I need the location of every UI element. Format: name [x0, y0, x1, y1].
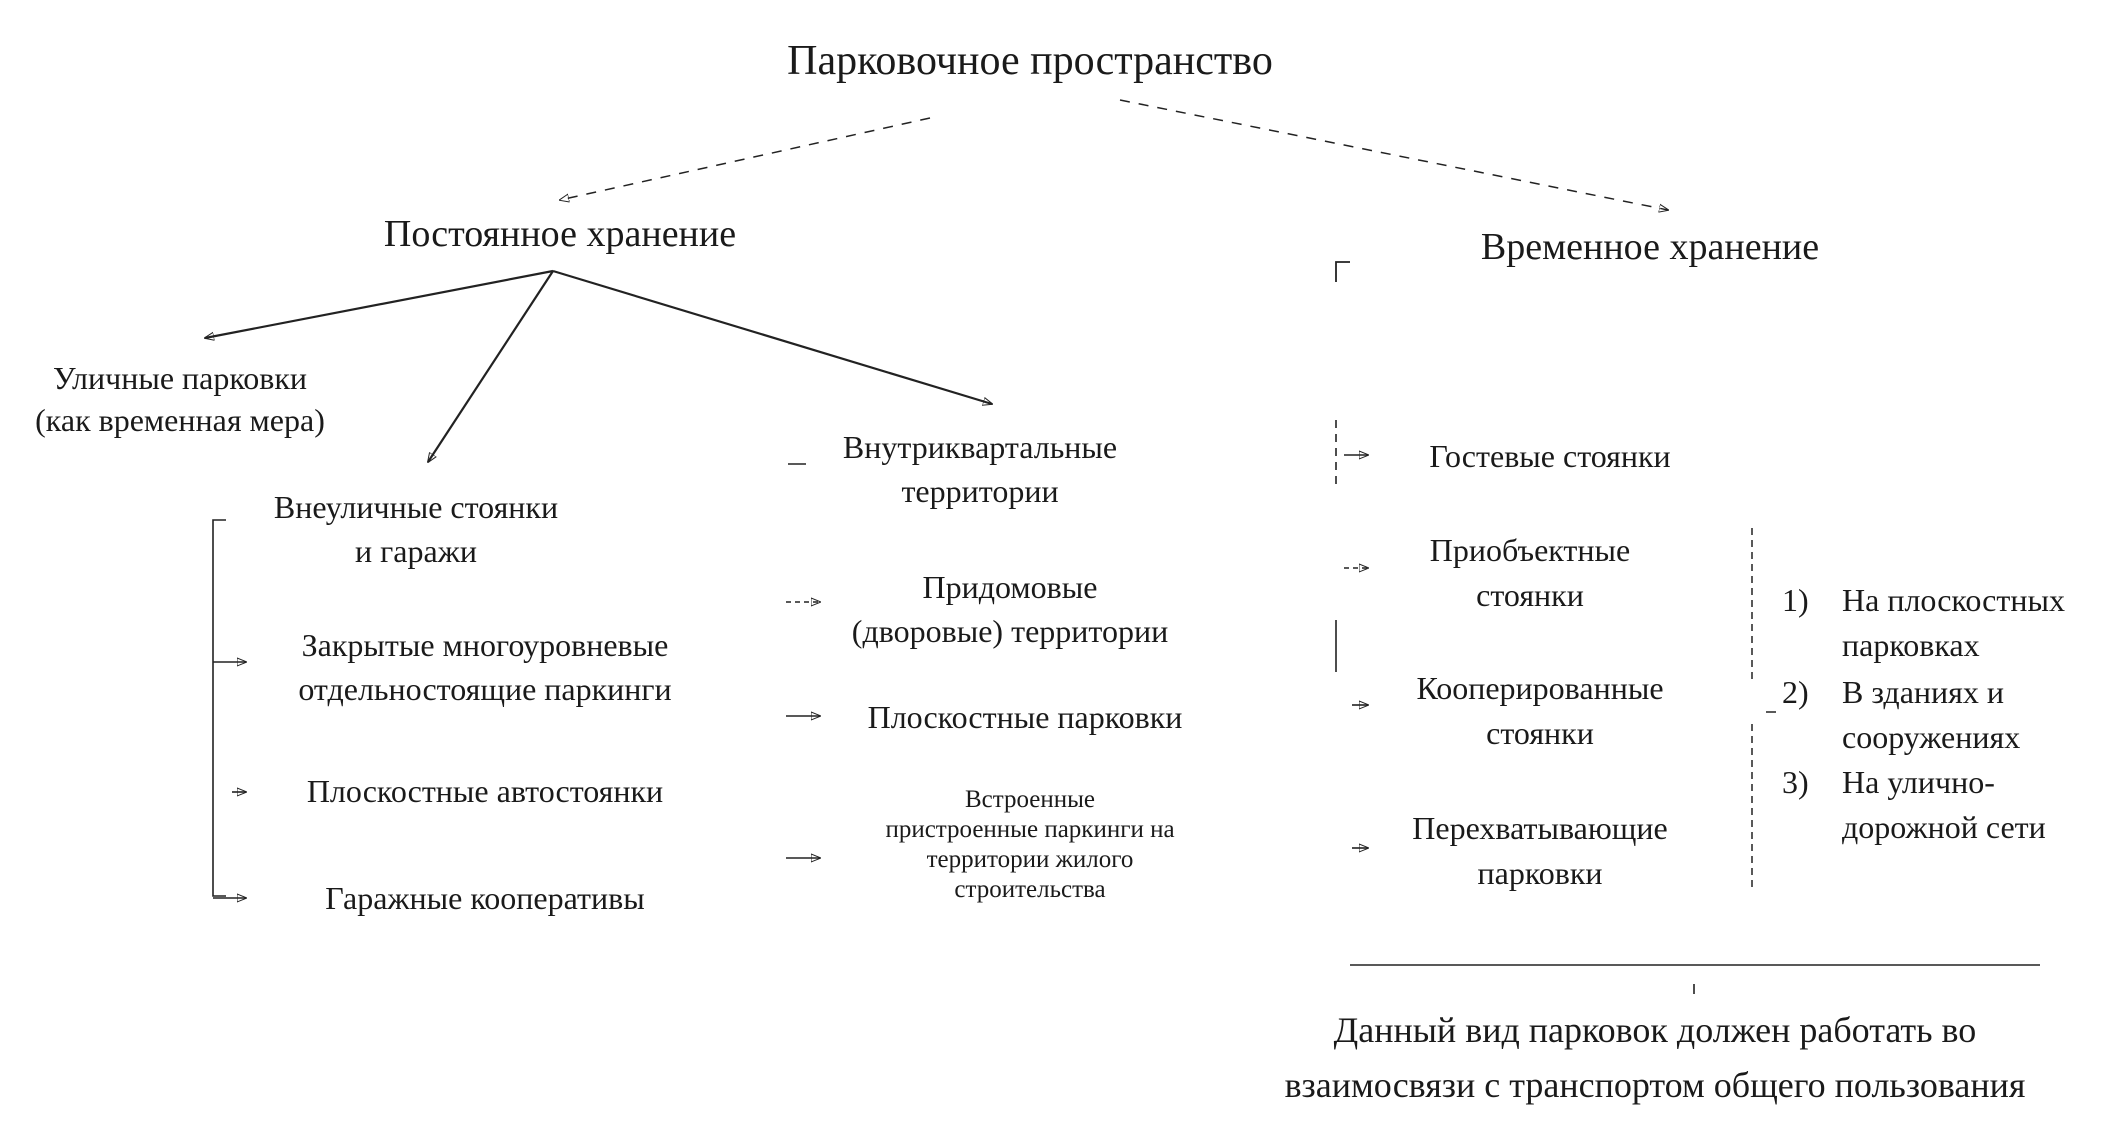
placement-item-1-line-1: На плоскостных — [1842, 582, 2065, 618]
placement-item-2-line-2: сооружениях — [1842, 719, 2021, 755]
bracket-offstreet — [212, 519, 226, 897]
intra-item-flat-parking: Плоскостные парковки — [867, 699, 1183, 735]
interaction-note-line-1: Данный вид парковок должен работать во — [1333, 1010, 1977, 1050]
diagram-title: Парковочное пространство — [787, 38, 1273, 84]
intra-heading-line-2: территории — [901, 473, 1059, 509]
offstreet-item-flat: Плоскостные автостоянки — [306, 773, 664, 809]
offstreet-item-garage-coop: Гаражные кооперативы — [325, 880, 645, 916]
arrow-permanent-to-street — [205, 269, 554, 338]
arrow-permanent-to-offstreet — [428, 270, 554, 462]
temporary-item-cooperative: Кооперированные стоянки — [1370, 666, 1710, 756]
temporary-item-intercept: Перехватывающие парковки — [1370, 806, 1710, 896]
street-parking-line-1: Уличные парковки — [52, 360, 308, 396]
offstreet-item-multilevel-line-2: отдельностоящие паркинги — [298, 671, 672, 707]
temporary-item-intercept-line-1: Перехватывающие — [1412, 810, 1668, 846]
intra-heading-line-1: Внутриквартальные — [842, 429, 1118, 465]
intra-item-built-in-line-3: территории жилого — [926, 846, 1134, 873]
offstreet-item-multilevel: Закрытые многоуровневые отдельностоящие … — [255, 623, 715, 711]
offstreet-heading-line-2: и гаражи — [355, 533, 477, 569]
interaction-note: Данный вид парковок должен работать во в… — [1190, 1003, 2120, 1113]
temporary-heading: Временное хранение — [1480, 226, 1820, 268]
intra-item-built-in-line-4: строительства — [954, 876, 1106, 903]
offstreet-heading: Внеуличные стоянки и гаражи — [236, 485, 596, 573]
permanent-heading: Постоянное хранение — [383, 213, 737, 255]
temporary-item-facility-line-2: стоянки — [1476, 577, 1584, 613]
placement-item-3-line-1: На улично- — [1842, 764, 1995, 800]
placement-item-1-num: 1) — [1782, 582, 1809, 618]
street-parking-line-2: (как временная мера) — [35, 402, 325, 438]
placement-item-3-line-2: дорожной сети — [1842, 809, 2046, 845]
placement-item-3-num: 3) — [1782, 764, 1809, 800]
corner-temporary — [1335, 261, 1350, 282]
intra-item-built-in-line-2: пристроенные паркинги на — [885, 816, 1175, 843]
intra-item-built-in: Встроенные пристроенные паркинги на терр… — [830, 785, 1230, 905]
offstreet-heading-line-1: Внеуличные стоянки — [273, 489, 559, 525]
placement-item-3: 3) На улично- дорожной сети — [1782, 760, 2046, 850]
temporary-item-facility: Приобъектные стоянки — [1360, 528, 1700, 618]
placement-item-2: 2) В зданиях и сооружениях — [1782, 670, 2020, 760]
placement-item-1: 1) На плоскостных парковках — [1782, 578, 2065, 668]
arrow-title-to-permanent — [560, 117, 931, 200]
intra-item-yard: Придомовые (дворовые) территории — [810, 565, 1210, 653]
placement-item-1-line-2: парковках — [1842, 627, 1980, 663]
intra-heading: Внутриквартальные территории — [815, 425, 1145, 513]
temporary-item-guest: Гостевые стоянки — [1429, 438, 1671, 474]
arrow-permanent-to-intra — [552, 269, 992, 404]
temporary-item-cooperative-line-1: Кооперированные — [1416, 670, 1664, 706]
intra-item-yard-line-1: Придомовые — [922, 569, 1098, 605]
intra-item-built-in-line-1: Встроенные — [964, 786, 1096, 813]
temporary-item-cooperative-line-2: стоянки — [1486, 715, 1594, 751]
temporary-item-intercept-line-2: парковки — [1477, 855, 1603, 891]
interaction-note-line-2: взаимосвязи с транспортом общего пользов… — [1284, 1065, 2026, 1105]
temporary-item-facility-line-1: Приобъектные — [1429, 532, 1631, 568]
intra-item-yard-line-2: (дворовые) территории — [851, 613, 1169, 649]
street-parking: Уличные парковки (как временная мера) — [0, 357, 360, 441]
placement-item-2-num: 2) — [1782, 674, 1809, 710]
offstreet-item-multilevel-line-1: Закрытые многоуровневые — [301, 627, 669, 663]
placement-item-2-line-1: В зданиях и — [1842, 674, 2004, 710]
arrow-title-to-temporary — [1119, 99, 1668, 210]
